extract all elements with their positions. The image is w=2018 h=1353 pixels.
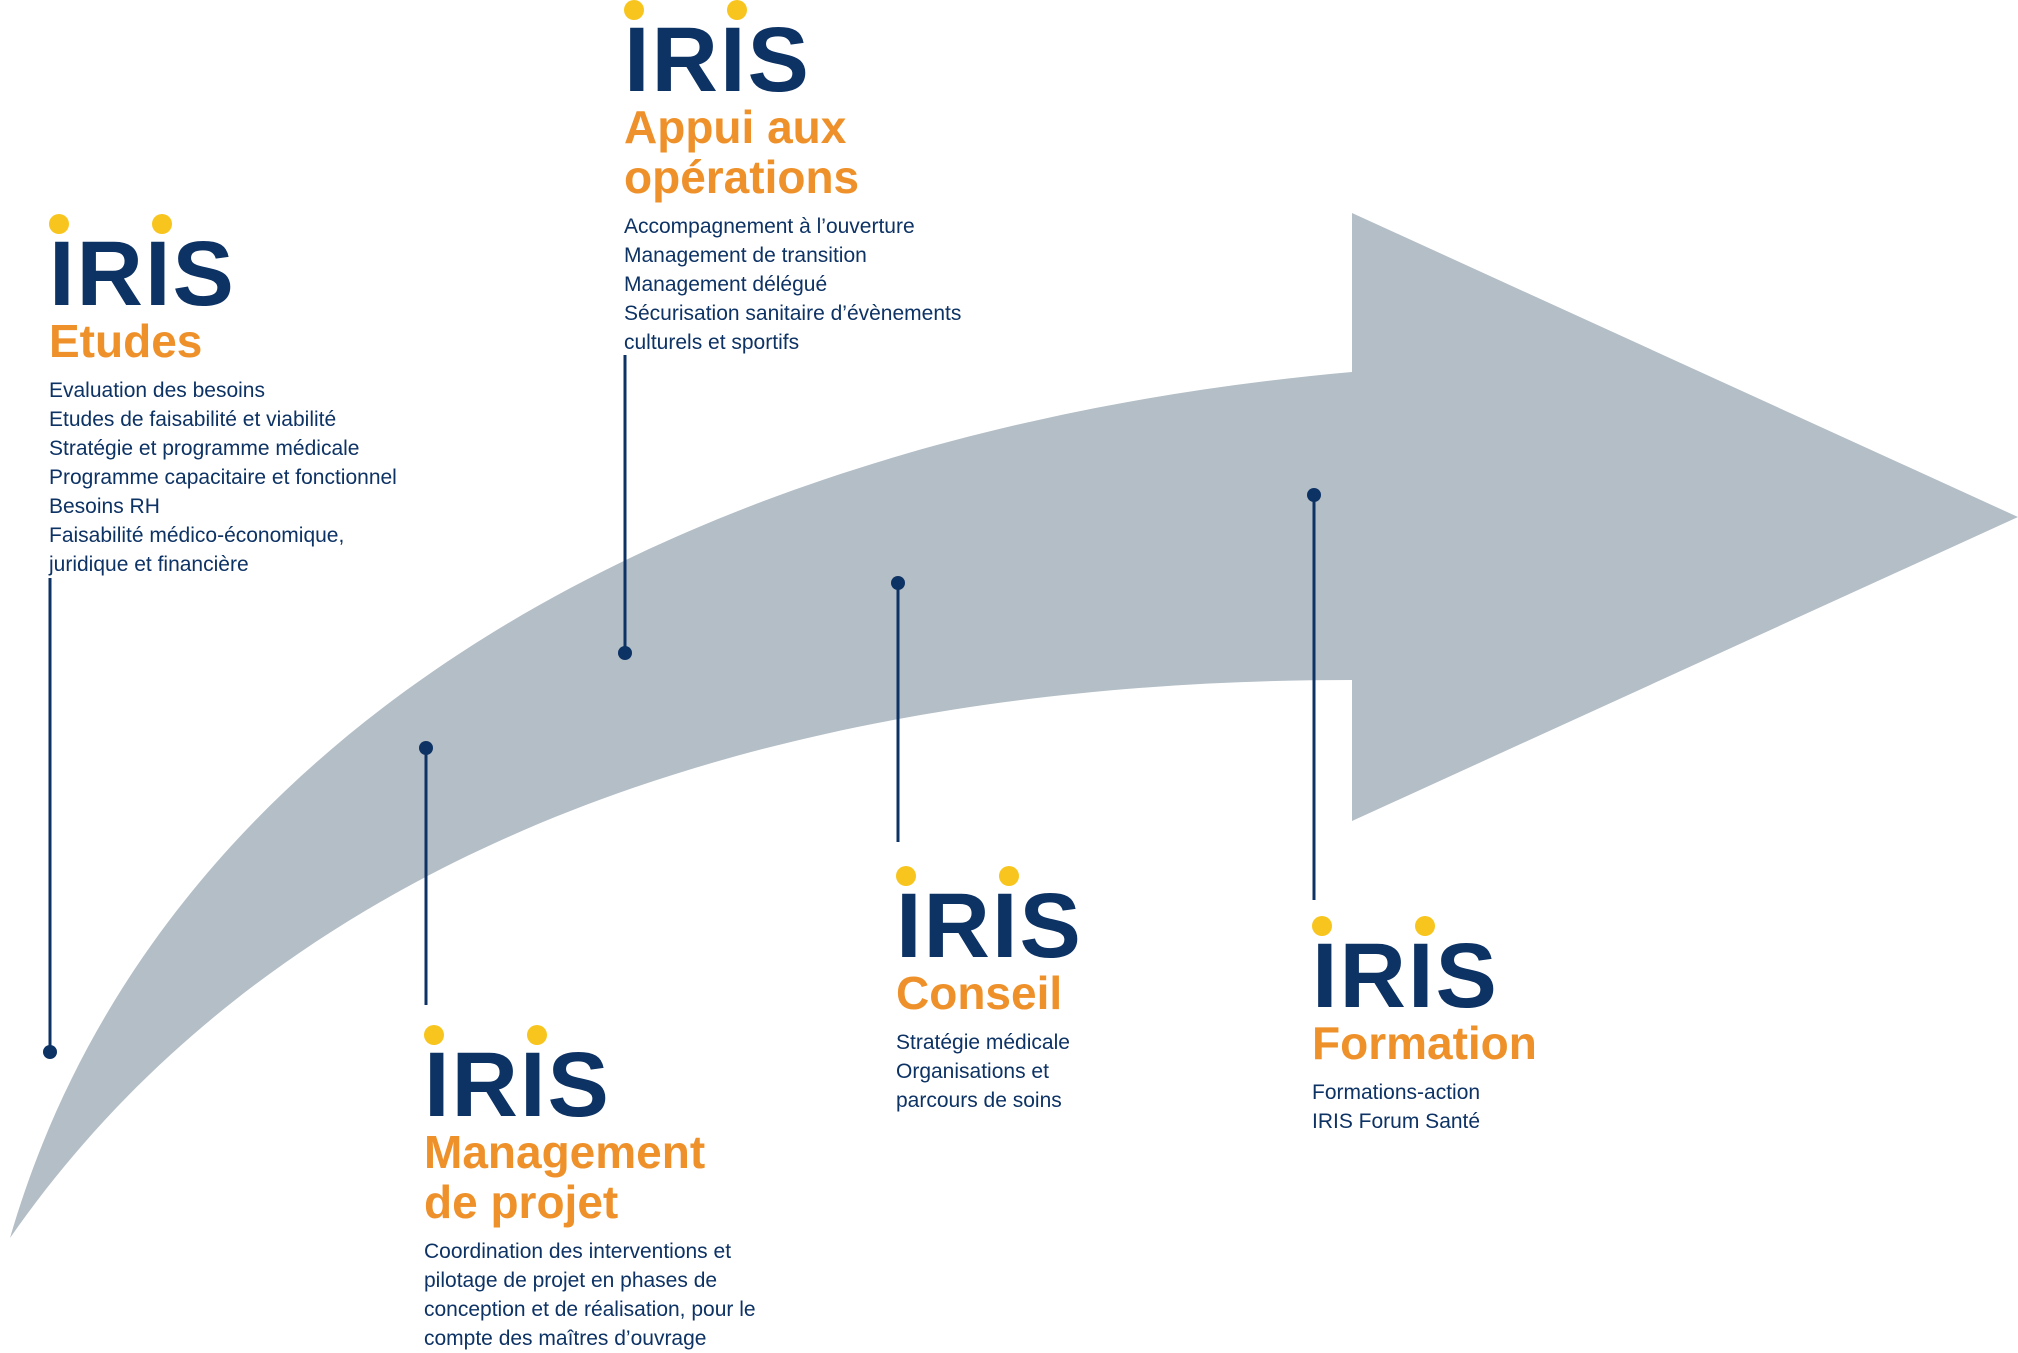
iris-logo: IRIS xyxy=(49,214,397,320)
logo-text: IRIS xyxy=(624,9,811,111)
list-item: conception et de réalisation, pour le xyxy=(424,1298,756,1321)
logo-dot-icon xyxy=(1312,916,1332,936)
item-list: Coordination des interventions et pilota… xyxy=(424,1237,756,1353)
list-item: pilotage de projet en phases de xyxy=(424,1269,718,1292)
list-item: Etudes de faisabilité et viabilité xyxy=(49,408,337,431)
connector-dot-appui xyxy=(618,646,632,660)
logo-text: IRIS xyxy=(1312,925,1499,1027)
iris-logo: IRIS xyxy=(624,0,961,106)
list-item: IRIS Forum Santé xyxy=(1312,1110,1481,1133)
connector-dot-management xyxy=(419,741,433,755)
connector-dot-etudes xyxy=(43,1045,57,1059)
logo-dot-icon xyxy=(424,1025,444,1045)
list-item: Besoins RH xyxy=(49,495,160,518)
list-item: Formations-action xyxy=(1312,1081,1481,1104)
list-item: juridique et financière xyxy=(49,553,249,576)
logo-dot-icon xyxy=(896,866,916,886)
list-item: Faisabilité médico-économique, xyxy=(49,524,345,547)
iris-logo: IRIS xyxy=(1312,916,1537,1022)
block-management-projet: IRIS Management de projet Coordination d… xyxy=(424,1025,756,1353)
logo-text: IRIS xyxy=(49,223,236,325)
list-item: Stratégie médicale xyxy=(896,1031,1070,1054)
curved-arrow xyxy=(10,213,2018,1238)
block-title: Appui aux opérations xyxy=(624,101,860,203)
list-item: Evaluation des besoins xyxy=(49,379,265,402)
list-item: compte des maîtres d’ouvrage xyxy=(424,1327,707,1350)
item-list: Evaluation des besoins Etudes de faisabi… xyxy=(49,376,397,579)
connector-dot-formation xyxy=(1307,488,1321,502)
iris-logo: IRIS xyxy=(424,1025,756,1131)
list-item: culturels et sportifs xyxy=(624,331,800,354)
block-formation: IRIS Formation Formations-action IRIS Fo… xyxy=(1312,916,1537,1136)
logo-dot-icon xyxy=(727,0,747,20)
block-title: Conseil xyxy=(896,967,1063,1019)
logo-dot-icon xyxy=(527,1025,547,1045)
list-item: Coordination des interventions et xyxy=(424,1240,732,1263)
item-list: Stratégie médicale Organisations et parc… xyxy=(896,1028,1083,1115)
block-appui-operations: IRIS Appui aux opérations Accompagnement… xyxy=(624,0,961,357)
iris-logo: IRIS xyxy=(896,866,1083,972)
block-title: Etudes xyxy=(49,315,203,367)
block-conseil: IRIS Conseil Stratégie médicale Organisa… xyxy=(896,866,1083,1115)
list-item: Programme capacitaire et fonctionnel xyxy=(49,466,397,489)
list-item: Stratégie et programme médicale xyxy=(49,437,360,460)
logo-dot-icon xyxy=(152,214,172,234)
list-item: Management délégué xyxy=(624,273,828,296)
logo-dot-icon xyxy=(49,214,69,234)
list-item: Organisations et xyxy=(896,1060,1049,1083)
block-title: Formation xyxy=(1312,1017,1537,1069)
list-item: Accompagnement à l’ouverture xyxy=(624,215,915,238)
block-etudes: IRIS Etudes Evaluation des besoins Etude… xyxy=(49,214,397,579)
connector-dot-conseil xyxy=(891,576,905,590)
logo-text: IRIS xyxy=(424,1034,611,1136)
item-list: Accompagnement à l’ouverture Management … xyxy=(624,212,961,357)
logo-dot-icon xyxy=(624,0,644,20)
logo-text: IRIS xyxy=(896,875,1083,977)
block-title: Management de projet xyxy=(424,1126,706,1228)
logo-dot-icon xyxy=(1415,916,1435,936)
item-list: Formations-action IRIS Forum Santé xyxy=(1312,1078,1537,1136)
list-item: parcours de soins xyxy=(896,1089,1062,1112)
logo-dot-icon xyxy=(999,866,1019,886)
list-item: Sécurisation sanitaire d’évènements xyxy=(624,302,962,325)
list-item: Management de transition xyxy=(624,244,867,267)
